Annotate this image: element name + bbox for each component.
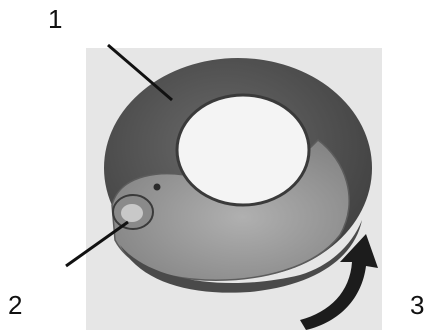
port-cup-inner — [121, 204, 143, 222]
callout-label-3: 3 — [410, 292, 424, 318]
center-hole — [177, 95, 309, 205]
callout-label-1: 1 — [48, 6, 62, 32]
callout-label-2: 2 — [8, 292, 22, 318]
small-hole — [154, 184, 161, 191]
